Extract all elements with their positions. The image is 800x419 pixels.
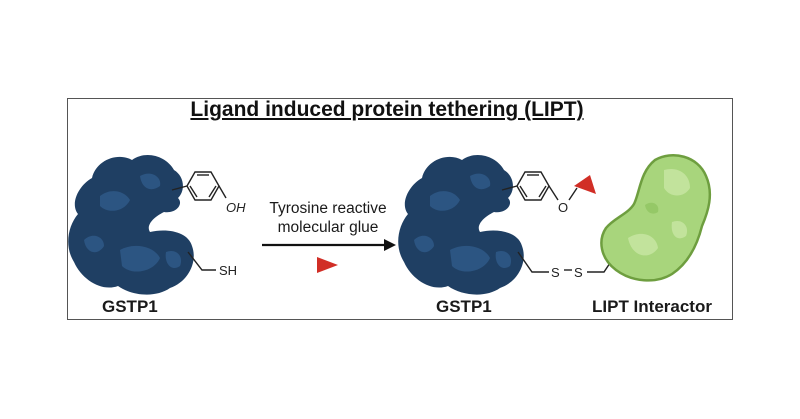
hydroxyl-label: OH	[226, 200, 246, 215]
arrow-label-line-2: molecular glue	[277, 219, 379, 236]
molecular-glue-icon	[317, 257, 338, 273]
lipt-interactor-label: LIPT Interactor	[592, 297, 712, 316]
reaction-arrow	[262, 239, 396, 251]
gstp1-label-right: GSTP1	[436, 297, 492, 316]
tyrosine-phenol-right	[501, 171, 578, 201]
cysteine-thiol-left	[187, 251, 216, 271]
ether-oxygen-label: O	[558, 200, 568, 215]
gstp1-protein-right	[398, 155, 524, 295]
arrow-label-line-1: Tyrosine reactive	[269, 200, 387, 217]
figure-title: Ligand induced protein tethering (LIPT)	[190, 98, 584, 121]
tyrosine-phenol-left	[171, 171, 227, 201]
thiol-label: SH	[219, 263, 237, 278]
gstp1-protein-left	[68, 155, 194, 295]
arrow-label: Tyrosine reactive molecular glue	[248, 199, 408, 237]
bound-glue-icon	[574, 175, 596, 194]
disulfide-linkage	[517, 251, 617, 273]
sulfur-label-1: S	[551, 265, 560, 280]
lipt-interactor-protein	[600, 154, 712, 282]
sulfur-label-2: S	[574, 265, 583, 280]
gstp1-label-left: GSTP1	[102, 297, 158, 316]
